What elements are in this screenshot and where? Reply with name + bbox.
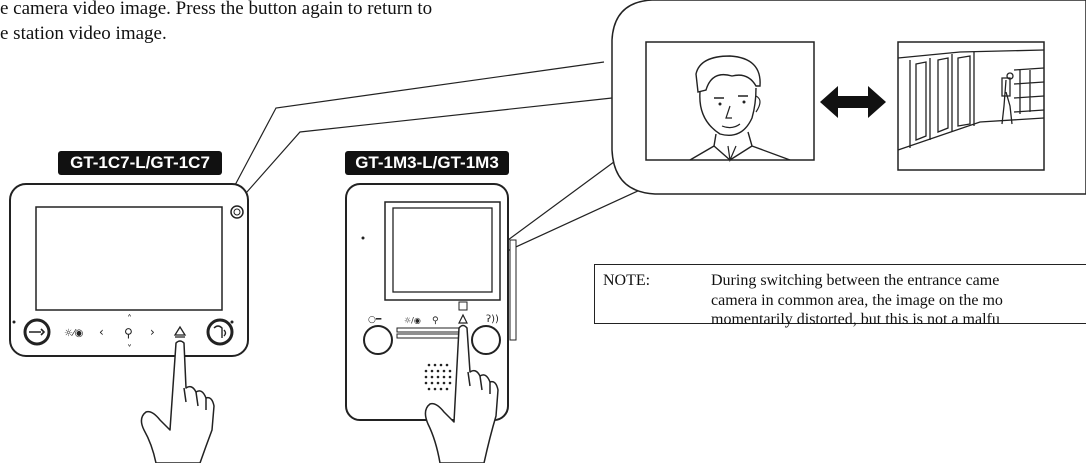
zoom-icon[interactable]: ⚲ — [124, 326, 133, 340]
camera-switch-icon[interactable] — [173, 325, 187, 338]
common-area-video-frame — [897, 41, 1045, 171]
talk-icon — [213, 325, 227, 338]
note-body: During switching between the entrance ca… — [711, 271, 1003, 330]
bidirectional-arrow-icon — [820, 86, 886, 118]
label-right-model: GT-1M3-L/GT-1M3 — [345, 151, 509, 175]
intro-line-2: e station video image. — [0, 23, 167, 44]
camera-switch-icon — [458, 313, 468, 324]
unlock-button[interactable] — [23, 318, 51, 346]
note-line-2: camera in common area, the image on the … — [711, 291, 1003, 309]
chevron-right-icon[interactable]: › — [150, 325, 155, 339]
chevron-down-icon[interactable]: ˅ — [127, 343, 132, 355]
note-line-1: During switching between the entrance ca… — [711, 272, 1000, 289]
note-line-3: momentarily distorted, but this is not a… — [711, 311, 1000, 328]
note-heading: NOTE: — [603, 272, 651, 289]
speaker-grille — [424, 363, 452, 391]
talk-icon: ʔ)) — [486, 314, 499, 325]
door-station-video-frame — [645, 41, 815, 163]
label-left-model: GT-1C7-L/GT-1C7 — [58, 151, 222, 175]
settings-button[interactable]: ☼⁄◉ — [64, 328, 83, 339]
settings-icon: ☼⁄◉ — [64, 328, 83, 339]
zoom-button[interactable] — [396, 333, 468, 339]
unlock-key-icon: ○━ — [368, 315, 382, 325]
talk-button[interactable] — [471, 325, 501, 355]
chevron-up-icon[interactable]: ˄ — [127, 313, 132, 325]
intro-line-1: e camera video image. Press the button a… — [0, 0, 433, 19]
note-box: NOTE: During switching between the entra… — [594, 264, 1086, 328]
intro-text: e camera video image. Press the button a… — [0, 0, 560, 46]
hand-pointer-icon — [140, 340, 215, 463]
chevron-left-icon[interactable]: ‹ — [99, 325, 104, 339]
talk-button[interactable] — [206, 318, 234, 346]
monitor-gt-1c7: ☼⁄◉ ‹ ⚲ ˄ ˅ › — [9, 183, 249, 357]
settings-icon: ☼/◉ — [404, 316, 421, 325]
unlock-button[interactable] — [363, 325, 393, 355]
unlock-key-icon — [29, 328, 46, 336]
settings-button[interactable] — [396, 327, 468, 333]
zoom-icon: ⚲ — [432, 316, 439, 326]
hand-pointer-icon — [424, 324, 499, 463]
